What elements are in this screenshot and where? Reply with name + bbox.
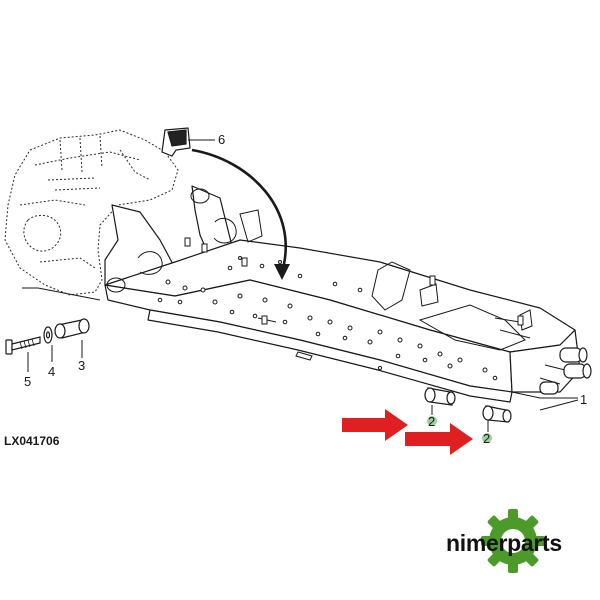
label-part-5: 5 — [24, 374, 31, 389]
brand-name: nimerparts — [446, 530, 562, 556]
frame-holes — [157, 256, 498, 381]
gear-icon — [481, 509, 545, 573]
bolt-assembly — [5, 318, 90, 355]
brand-logo: nimerparts — [446, 509, 562, 573]
engine-block — [4, 129, 179, 296]
highlight-dot — [427, 416, 437, 426]
part-5-bolt-head — [5, 339, 13, 355]
label-part-2a: 2 — [428, 414, 435, 429]
part-2-bushings — [424, 387, 512, 423]
label-part-2b: 2 — [483, 431, 490, 446]
red-arrow-icon — [342, 409, 408, 441]
highlight-dot — [482, 433, 492, 443]
part-6-bracket — [161, 127, 191, 157]
leader-lines — [22, 139, 579, 432]
main-frame — [104, 185, 581, 403]
frame-studs — [184, 237, 524, 326]
label-part-6: 6 — [218, 132, 225, 147]
frame-details — [106, 188, 566, 385]
label-part-1: 1 — [580, 392, 587, 407]
part-5-bolt-shaft — [11, 336, 41, 351]
front-mounts — [539, 347, 592, 395]
curved-arrow-icon — [191, 148, 290, 280]
label-part-4: 4 — [48, 364, 55, 379]
figure-id: LX041706 — [4, 434, 60, 448]
red-arrow-icon — [405, 423, 473, 455]
label-part-3: 3 — [78, 358, 85, 373]
